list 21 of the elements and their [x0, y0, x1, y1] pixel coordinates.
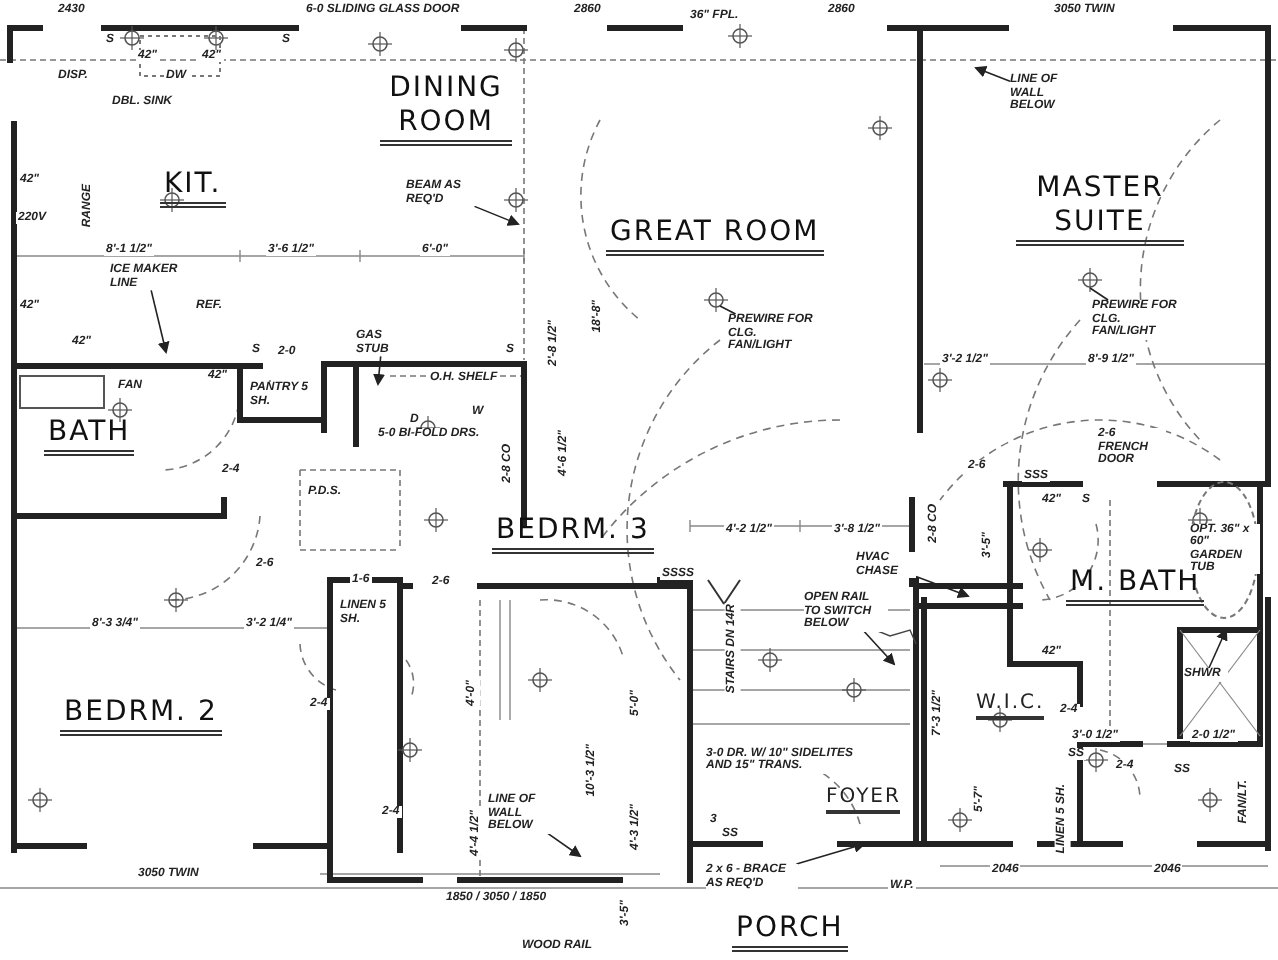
leader-line: [795, 841, 866, 865]
leader-line: [1208, 628, 1228, 669]
room-name: GREAT ROOM: [606, 216, 824, 256]
leader-line: [150, 289, 170, 354]
leader-line: [1089, 287, 1109, 301]
leader-line: [473, 205, 520, 226]
room-name: BATH: [44, 416, 135, 456]
room-name: PORCH: [732, 912, 848, 952]
leader-line: [547, 832, 582, 858]
leader-line: [915, 575, 970, 599]
room-name: BEDRM. 3: [492, 514, 654, 554]
leader-line: [863, 630, 896, 666]
room-name: BEDRM. 2: [60, 696, 222, 736]
room-name: KIT.: [160, 168, 226, 208]
room-name: DINING ROOM: [380, 72, 512, 146]
room-name: W.I.C.: [976, 694, 1045, 719]
room-name: FOYER: [826, 788, 901, 813]
leader-line: [719, 305, 737, 315]
leader-line: [974, 66, 1011, 83]
leader-line: [373, 355, 385, 386]
room-name: MASTER SUITE: [1016, 172, 1184, 246]
